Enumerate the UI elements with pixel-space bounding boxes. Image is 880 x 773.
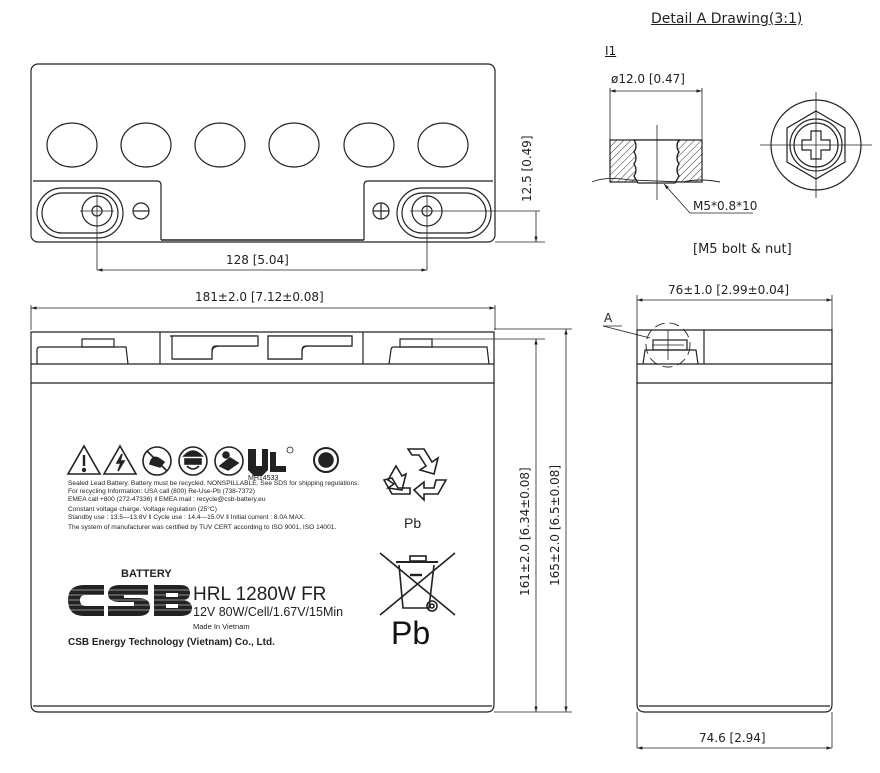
detail-marker: A xyxy=(604,311,613,325)
label-line: For recycling Information: USA call (800… xyxy=(68,488,255,495)
detail-a-drawing xyxy=(591,88,872,214)
recycle-pb-label: Pb xyxy=(404,515,422,531)
terminal-height-dimension: 12.5 [0.49] xyxy=(520,135,534,202)
no-fire-icon xyxy=(142,446,172,476)
recycle-icon xyxy=(382,448,448,502)
side-view xyxy=(602,295,833,750)
container-height-dimension: 161±2.0 [6.34±0.08] xyxy=(518,467,532,596)
model-name: HRL 1280W FR xyxy=(193,584,327,605)
front-view xyxy=(30,305,572,713)
8-year-recycle-icon xyxy=(313,447,339,473)
brand-word: BATTERY xyxy=(121,568,172,580)
company-name: CSB Energy Technology (Vietnam) Co., Ltd… xyxy=(68,637,275,648)
detail-title: Detail A Drawing(3:1) xyxy=(651,11,803,27)
diameter-dimension: ø12.0 [0.47] xyxy=(611,72,685,86)
csb-logo xyxy=(68,585,192,616)
bin-pb-label: Pb xyxy=(391,615,431,651)
eye-protection-icon xyxy=(178,446,208,476)
model-spec: 12V 80W/Cell/1.67V/15Min xyxy=(193,605,344,619)
label-line: Sealed Lead Battery. Battery must be rec… xyxy=(68,480,360,487)
side-bottom-width-dimension: 74.6 [2.94] xyxy=(699,731,766,745)
label-text-block: Sealed Lead Battery. Battery must be rec… xyxy=(68,480,359,532)
front-width-dimension: 181±2.0 [7.12±0.08] xyxy=(195,290,324,304)
bolt-caption: [M5 bolt & nut] xyxy=(693,242,792,257)
label-line: EMEA call +800 (272-47336) ‖ EMEA mail :… xyxy=(68,496,266,503)
label-line: Constant voltage charge. Voltage regulat… xyxy=(68,506,217,513)
made-in: Made In Vietnam xyxy=(193,622,250,631)
total-height-dimension: 165±2.0 [6.5±0.08] xyxy=(548,464,562,586)
section-label: I1 xyxy=(605,44,617,58)
label-line: Standby use : 13.5—13.8V ‖ Cycle use : 1… xyxy=(68,514,306,521)
warning-exclamation-icon xyxy=(66,444,102,475)
label-line: The system of manufacturer was certified… xyxy=(68,524,337,531)
top-view xyxy=(30,63,545,272)
ul-number: MH14533 xyxy=(248,475,279,482)
warning-icons xyxy=(66,444,339,476)
crossed-bin-icon xyxy=(379,552,456,616)
thread-spec: M5*0.8*10 xyxy=(693,199,758,213)
read-manual-icon xyxy=(214,446,244,476)
terminal-spacing-dimension: 128 [5.04] xyxy=(226,253,289,267)
side-width-dimension: 76±1.0 [2.99±0.04] xyxy=(668,283,790,297)
electric-shock-icon xyxy=(102,444,138,475)
ul-recognized-icon xyxy=(248,446,294,476)
